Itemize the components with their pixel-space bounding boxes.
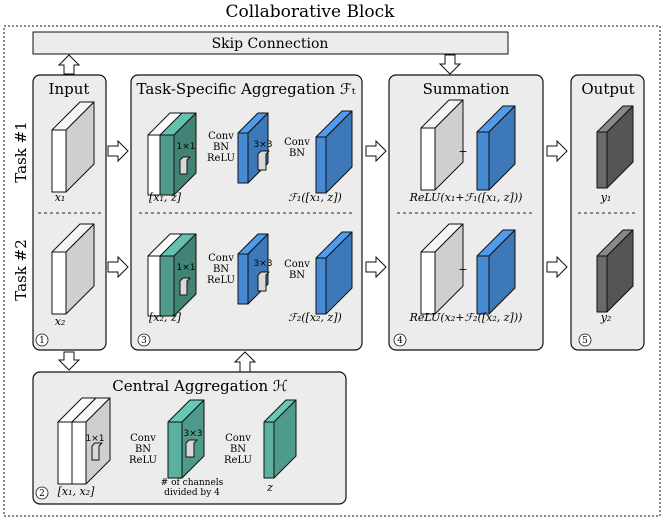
- tsa-conv-block-row2-front-face: [315, 257, 327, 315]
- y2-label: y₂: [600, 311, 612, 324]
- step-circle-1: [35, 333, 49, 347]
- central-z-block-front-face: [263, 421, 275, 479]
- x1-label: x₁: [55, 191, 66, 204]
- tsa-conv-relu-block-row2-front-face: [237, 253, 249, 305]
- op-conv-label: Conv: [225, 433, 251, 444]
- op-conv-label: Conv: [208, 253, 234, 264]
- output-block-row1-front-face: [596, 131, 608, 189]
- plus-sign-2: +: [458, 263, 467, 276]
- panel-title-tsa: Task-Specific Aggregation ℱₜ: [137, 80, 356, 98]
- op-conv-label: Conv: [284, 259, 310, 270]
- skip-connection-label: Skip Connection: [212, 36, 329, 52]
- op-bn-label: BN: [213, 264, 229, 275]
- x2-label: x₂: [55, 315, 66, 328]
- arrow-right-tsa-sum-1: [365, 139, 387, 163]
- op-relu-label: ReLU: [129, 455, 157, 466]
- central-kernel-1x1: [91, 442, 103, 461]
- step-markers: 1 2 3 4 5: [35, 333, 592, 500]
- outer-frame: [3, 25, 661, 517]
- op-relu-label: ReLU: [207, 153, 235, 164]
- hollow-arrows: [57, 54, 568, 373]
- kernel-3x3-label: 3×3: [254, 140, 273, 150]
- concat-x2-z-label: [x₂, z]: [149, 311, 182, 324]
- channel-note-line-1: # of channels: [161, 478, 224, 488]
- arrow-up-input-to-skip: [57, 54, 81, 75]
- tsa-kernel-1x1-row1: [179, 156, 191, 175]
- tsa-kernel-3x3-row2: [257, 271, 270, 292]
- kernel-1x1-label: 1×1: [177, 142, 196, 152]
- tsa-conv-block-row1-front-face: [315, 136, 327, 194]
- op-conv-label: Conv: [208, 131, 234, 142]
- sum-input-block-row1-front-face: [420, 127, 436, 191]
- step-circle-5: [578, 333, 592, 347]
- sum-input-block-row2-front-face: [420, 251, 436, 315]
- kernel-1x1-label: 1×1: [177, 263, 196, 273]
- central-kernel-3x3: [185, 439, 198, 458]
- arrow-right-tsa-sum-2: [365, 255, 387, 279]
- feature-blocks: [51, 99, 634, 485]
- panel-title-central: Central Aggregation ℋ: [112, 377, 288, 395]
- tsa-concat-block-row2-layer-b-front-face: [159, 255, 175, 317]
- step-number-1: 1: [39, 336, 45, 346]
- op-bn-label: BN: [289, 148, 305, 159]
- channel-note-line-2: divided by 4: [164, 488, 220, 498]
- step-number-4: 4: [397, 336, 403, 346]
- arrow-down-input-to-central: [57, 351, 81, 371]
- sum-f-block-row1-front-face: [476, 131, 490, 191]
- diagram-title: Collaborative Block: [226, 2, 396, 22]
- sum-1-label: ReLU(x₁+ℱ₁([x₁, z])): [409, 191, 523, 204]
- arrow-right-sum-out-2: [546, 255, 568, 279]
- concat-x1-x2-label: [x₁, x₂]: [58, 485, 96, 498]
- z-label: z: [266, 481, 273, 494]
- tsa-kernel-3x3-row1: [257, 150, 270, 171]
- step-circle-4: [393, 333, 407, 347]
- arrow-down-skip-to-sum: [438, 54, 462, 75]
- kernel-labels: 1×1 3×3 1×1 3×3 1×1 3×3: [86, 140, 273, 444]
- task-label-2: Task #2: [12, 239, 30, 300]
- tsa-kernel-1x1-row2: [179, 277, 191, 296]
- plus-sign-1: +: [458, 145, 467, 158]
- op-conv-label: Conv: [130, 433, 156, 444]
- sum-2-label: ReLU(x₂+ℱ₂([x₂, z])): [409, 311, 523, 324]
- op-bn-label: BN: [289, 270, 305, 281]
- arrow-right-sum-out-1: [546, 139, 568, 163]
- f2-output-label: ℱ₂([x₂, z]): [288, 311, 342, 324]
- f1-output-label: ℱ₁([x₁, z]): [288, 191, 342, 204]
- task-label-1: Task #1: [12, 121, 30, 182]
- skip-connection-bar: [32, 31, 509, 55]
- arrow-right-input-tsa-1: [107, 139, 129, 163]
- op-bn-label: BN: [135, 444, 151, 455]
- tsa-conv-relu-block-row1-front-face: [237, 132, 249, 184]
- kernel-1x1-label: 1×1: [86, 434, 105, 444]
- op-bn-label: BN: [213, 142, 229, 153]
- panel-title-input: Input: [49, 80, 90, 98]
- op-relu-label: ReLU: [224, 455, 252, 466]
- arrow-right-input-tsa-2: [107, 255, 129, 279]
- concat-x1-z-label: [x₁, z]: [149, 191, 182, 204]
- step-number-2: 2: [39, 489, 45, 499]
- central-conv-relu-block-front-face: [167, 421, 183, 479]
- op-bn-label: BN: [230, 444, 246, 455]
- kernel-3x3-label: 3×3: [184, 429, 203, 439]
- op-relu-label: ReLU: [207, 275, 235, 286]
- central-concat-layer-a-front-face: [57, 421, 73, 485]
- tsa-concat-block-row1-layer-b-front-face: [159, 134, 175, 196]
- step-number-5: 5: [582, 336, 588, 346]
- arrow-up-central-to-tsa: [233, 351, 257, 373]
- step-circle-3: [137, 333, 151, 347]
- op-conv-label: Conv: [284, 137, 310, 148]
- input-block-1-front-face: [51, 129, 67, 193]
- step-circle-2: [35, 486, 49, 500]
- op-labels: Conv BN ReLU Conv BN Conv BN ReLU Conv B…: [129, 131, 310, 466]
- kernel-3x3-label: 3×3: [254, 259, 273, 269]
- panel-title-output: Output: [581, 80, 634, 98]
- sum-f-block-row2-front-face: [476, 255, 490, 315]
- y1-label: y₁: [600, 191, 612, 204]
- output-block-row2-front-face: [596, 255, 608, 313]
- step-number-3: 3: [141, 336, 147, 346]
- input-block-2-front-face: [51, 251, 67, 315]
- central-concat-layer-b-front-face: [71, 421, 87, 485]
- panel-title-summation: Summation: [423, 80, 510, 98]
